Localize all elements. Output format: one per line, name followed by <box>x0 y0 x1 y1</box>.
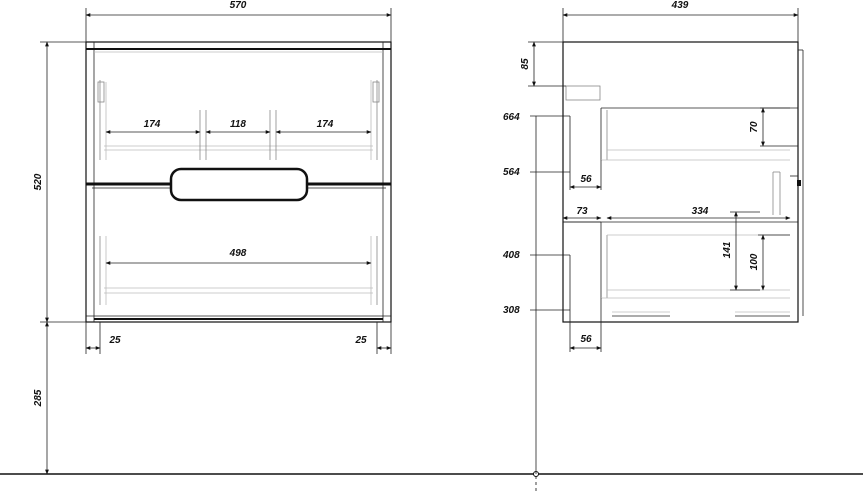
level-408: 408 <box>502 250 520 261</box>
dim-text-56-lower: 56 <box>580 334 592 345</box>
dim-levels: 664 564 408 308 <box>502 112 570 474</box>
level-564: 564 <box>503 167 520 178</box>
dim-100: 100 <box>749 234 790 291</box>
dim-text-118: 118 <box>230 119 246 130</box>
dim-text-25-right: 25 <box>354 335 367 346</box>
front-handle-rail <box>86 167 391 202</box>
dim-upper-drawer: 174 118 174 <box>105 119 372 134</box>
dim-text-498: 498 <box>229 248 247 259</box>
dim-56-lower: 56 <box>569 298 602 352</box>
dim-text-56-upper: 56 <box>580 174 592 185</box>
dim-text-25-left: 25 <box>108 335 121 346</box>
level-308: 308 <box>503 305 520 316</box>
dim-text-334: 334 <box>692 206 709 217</box>
dim-text-439: 439 <box>671 0 689 11</box>
dim-73-334: 73 334 <box>562 206 791 223</box>
dim-top-offset: 85 <box>520 41 566 87</box>
dim-lower-drawer: 498 <box>105 248 372 265</box>
dim-overall-depth: 439 <box>562 0 799 42</box>
dim-text-70: 70 <box>749 121 760 133</box>
front-cabinet-outline <box>85 41 392 323</box>
upper-drawer <box>97 80 380 160</box>
dim-overall-width: 570 <box>85 0 392 42</box>
front-view: 570 520 285 174 118 174 498 <box>33 0 392 475</box>
dim-141: 141 <box>722 211 760 291</box>
level-664: 664 <box>503 112 520 123</box>
dim-text-285: 285 <box>33 389 44 407</box>
dim-text-73: 73 <box>576 206 588 217</box>
side-view: 439 85 664 564 408 308 70 <box>502 0 804 474</box>
dim-text-174-right: 174 <box>317 119 334 130</box>
lower-drawer <box>99 236 378 305</box>
dim-text-100: 100 <box>749 253 760 270</box>
side-cabinet-outline <box>562 41 804 323</box>
dim-height: 520 <box>33 41 86 323</box>
dim-70: 70 <box>749 107 798 147</box>
dim-text-570: 570 <box>230 0 247 11</box>
floor-line <box>0 471 863 491</box>
dim-text-174-left: 174 <box>144 119 161 130</box>
dim-side-offsets: 25 25 <box>85 322 392 354</box>
dim-text-85: 85 <box>520 58 531 70</box>
dim-text-141: 141 <box>722 241 733 258</box>
dim-text-520: 520 <box>33 173 44 190</box>
dim-floor-clearance: 285 <box>33 321 49 475</box>
dim-56-upper: 56 <box>569 160 602 190</box>
